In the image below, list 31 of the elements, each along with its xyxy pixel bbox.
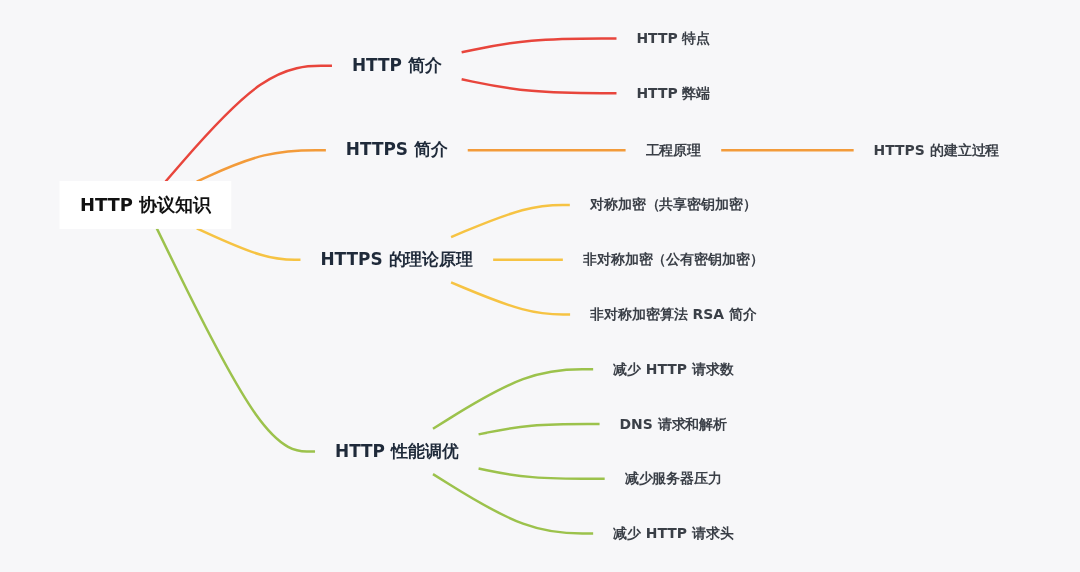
connector — [196, 148, 327, 183]
connector — [432, 368, 594, 430]
node-text: HTTPS 简介 — [346, 139, 449, 160]
node-text: 对称加密（共享密钥加密） — [590, 196, 758, 213]
node-text: HTTPS 的理论原理 — [320, 249, 474, 269]
node-text: 减少 HTTP 请求数 — [613, 360, 735, 377]
node-text: HTTP 弊端 — [636, 84, 711, 101]
connector — [493, 258, 564, 261]
connector — [478, 467, 605, 481]
connector — [432, 473, 594, 535]
node-text: HTTP 特点 — [636, 29, 711, 46]
node-text: 工程原理 — [645, 141, 702, 158]
connector — [721, 148, 854, 152]
connector — [461, 37, 617, 54]
connector — [450, 203, 571, 239]
node-text: DNS 请求和解析 — [619, 415, 728, 432]
connector — [461, 78, 617, 95]
node-text: 非对称加密（公有密钥加密） — [583, 251, 765, 268]
connector — [156, 227, 316, 453]
connector — [468, 148, 626, 152]
node-text: HTTP 性能调优 — [335, 440, 459, 461]
connector — [196, 227, 301, 261]
node-text: 减少服务器压力 — [624, 470, 723, 487]
node-text: HTTPS 的建立过程 — [873, 141, 1000, 158]
node-text: HTTP 简介 — [352, 55, 443, 75]
connector — [165, 64, 333, 183]
node-box: HTTP 协议知识 — [59, 181, 232, 229]
node-text: 减少 HTTP 请求头 — [613, 525, 735, 542]
node-text: 非对称加密算法 RSA 简介 — [590, 306, 758, 322]
connector — [450, 281, 571, 316]
connector — [478, 422, 600, 436]
